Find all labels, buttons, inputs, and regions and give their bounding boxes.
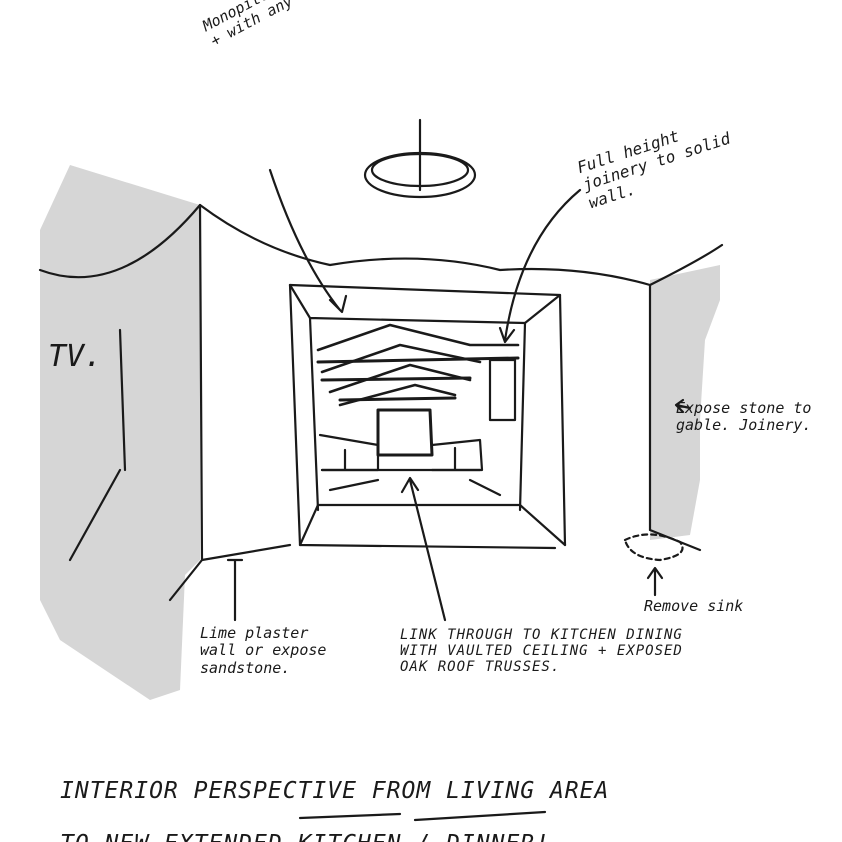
- leader-link: [400, 476, 447, 622]
- note-expose-stone: Expose stone to gable. Joinery.: [676, 399, 812, 435]
- title-underline-extended: [298, 812, 402, 820]
- left-wall-edge: [168, 203, 292, 602]
- leader-joinery: [498, 188, 582, 344]
- roof-trusses: [316, 323, 520, 407]
- leader-roof: [268, 168, 348, 314]
- leader-lime: [226, 558, 244, 622]
- title-word-kitchen: kitchen / dinner!: [298, 831, 550, 842]
- left-wall-wash: [40, 165, 200, 700]
- far-door: [376, 408, 434, 457]
- note-remove-sink: Remove sink: [644, 597, 744, 615]
- opening-reveals: [288, 283, 567, 547]
- sketch-title: Interior perspective from living area to…: [60, 752, 800, 842]
- floor-lines: [320, 468, 502, 497]
- title-line-1: Interior perspective from living area: [60, 778, 610, 805]
- side-window: [488, 358, 517, 422]
- inner-opening: [308, 316, 527, 512]
- right-wall-wash: [650, 265, 720, 540]
- leader-expose: [674, 398, 692, 414]
- right-wall-edge: [648, 283, 702, 552]
- note-tv: TV.: [48, 339, 103, 374]
- sink-outline: [623, 533, 684, 562]
- title-word-extended: extended: [164, 831, 283, 842]
- truss-ties: [316, 356, 520, 402]
- leader-remove: [646, 566, 664, 597]
- left-sidewall: [68, 328, 127, 562]
- title-line-2: to new extended kitchen / dinner!: [60, 831, 800, 842]
- note-lime-plaster: Lime plaster wall or expose sandstone.: [200, 624, 327, 677]
- note-link-through: Link through to kitchen dining with vaul…: [400, 627, 683, 676]
- title-underline-kitchen: [413, 810, 547, 822]
- kitchen-units: [318, 433, 484, 472]
- title-line-2-prefix: to new: [60, 831, 164, 842]
